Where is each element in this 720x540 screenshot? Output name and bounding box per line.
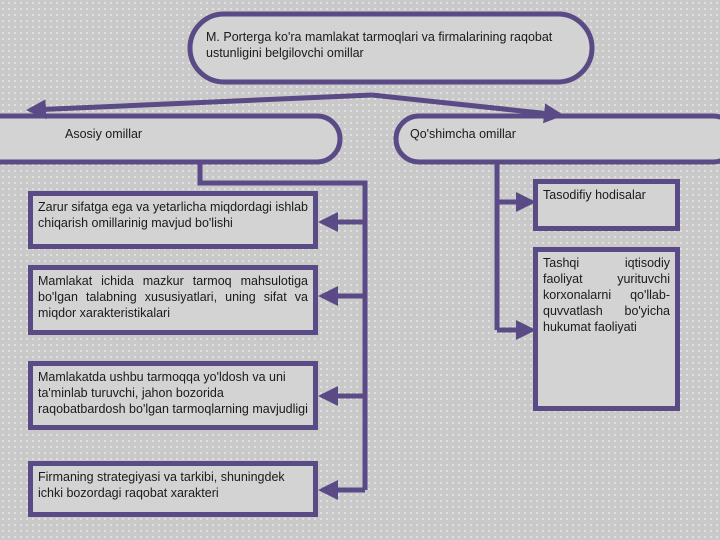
main-factors-label: Asosiy omillar [65, 127, 143, 141]
main-factors-pill [0, 113, 343, 165]
main-factor-box: Mamlakat ichida mazkur tarmoq mahsulotig… [28, 265, 318, 335]
main-factor-box: Firmaning strategiyasi va tarkibi, shuni… [28, 461, 318, 517]
additional-factors-pill [393, 113, 720, 165]
additional-factor-box: Tasodifiy hodisalar [533, 179, 680, 231]
main-factor-box: Mamlakatda ushbu tarmoqqa yo'ldosh va un… [28, 361, 318, 430]
main-factor-box: Zarur sifatga ega va yetarlicha miqdorda… [28, 191, 318, 249]
diagram-title: M. Porterga ko'ra mamlakat tarmoqlari va… [206, 30, 553, 60]
additional-factors-label: Qo'shimcha omillar [410, 127, 516, 141]
additional-factor-box: Tashqi iqtisodiy faoliyat yurituvchi kor… [533, 247, 680, 411]
title-pill [187, 11, 595, 85]
